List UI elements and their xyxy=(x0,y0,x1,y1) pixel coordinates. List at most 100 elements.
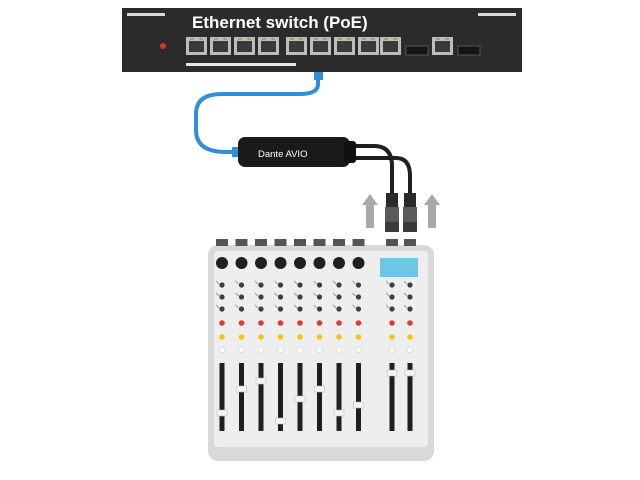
port-led xyxy=(271,38,275,40)
channel-cap xyxy=(313,239,326,246)
port-socket xyxy=(383,41,398,52)
knob-tick xyxy=(235,304,239,309)
eq-knob-icon xyxy=(277,294,284,300)
cables xyxy=(194,72,417,232)
rj45-plug-icon xyxy=(314,72,323,80)
gain-knob-icon xyxy=(235,257,248,269)
knob-tick xyxy=(332,280,337,285)
fader-cap-icon xyxy=(353,401,364,409)
white-led-icon xyxy=(316,346,323,354)
port-led xyxy=(214,38,218,40)
white-led-icon xyxy=(218,346,226,354)
mixer-controls xyxy=(215,239,416,431)
sfp-slot-icon xyxy=(405,45,429,56)
white-led-icon xyxy=(388,346,396,354)
signal-arrow-icon xyxy=(362,194,378,228)
port-led xyxy=(190,38,194,40)
eq-knob-icon xyxy=(336,282,342,288)
red-led-icon xyxy=(219,320,225,326)
fader-cap-icon xyxy=(236,385,247,393)
signal-arrows xyxy=(362,194,440,228)
port-led xyxy=(362,38,366,40)
fader-cap-icon xyxy=(404,369,416,377)
port-socket xyxy=(289,41,304,52)
gain-knob-icon xyxy=(274,257,287,269)
port-led xyxy=(290,38,294,40)
knob-tick xyxy=(403,280,408,285)
yellow-led-icon xyxy=(316,334,323,340)
knob-tick xyxy=(332,304,337,309)
adapter-label: Dante AVIO xyxy=(258,149,307,160)
fader-track xyxy=(278,363,283,431)
knob-tick xyxy=(274,304,278,309)
knob-tick xyxy=(215,292,220,297)
fader-track xyxy=(407,363,413,431)
gain-knob-icon xyxy=(294,257,306,269)
port-led xyxy=(238,38,242,40)
fader-cap-icon xyxy=(216,409,228,417)
signal-arrow-icon xyxy=(424,194,440,228)
red-led-icon xyxy=(355,320,362,326)
fader-cap-icon xyxy=(333,409,345,417)
eq-knob-icon xyxy=(238,306,245,312)
eq-knob-icon xyxy=(219,306,225,312)
knob-tick xyxy=(274,280,278,285)
yellow-led-icon xyxy=(297,334,303,340)
gain-knob-icon xyxy=(333,257,345,269)
channel-cap xyxy=(294,239,306,246)
eq-knob-icon xyxy=(297,282,303,288)
gain-knob-icon xyxy=(313,257,326,269)
port-socket xyxy=(213,41,228,52)
eq-knob-icon xyxy=(355,294,362,300)
knob-tick xyxy=(293,292,298,297)
knob-tick xyxy=(293,280,298,285)
eq-knob-icon xyxy=(297,294,303,300)
eq-knob-icon xyxy=(407,294,413,300)
port-led xyxy=(347,38,351,40)
knob-tick xyxy=(215,280,220,285)
knob-tick xyxy=(313,280,317,285)
eq-knob-icon xyxy=(238,294,245,300)
eq-knob-icon xyxy=(258,282,264,288)
knob-tick xyxy=(403,292,408,297)
ethernet-switch: Ethernet switch (PoE) xyxy=(122,8,522,72)
knob-tick xyxy=(403,304,408,309)
ethernet-cable-icon xyxy=(194,72,320,154)
switch-ear-right xyxy=(478,13,516,16)
port-led xyxy=(338,38,342,40)
knob-tick xyxy=(215,304,220,309)
switch-ports xyxy=(186,37,481,56)
channel-cap xyxy=(216,239,228,246)
port-led xyxy=(384,38,388,40)
red-led-icon xyxy=(336,320,342,326)
fader-track xyxy=(317,363,322,431)
eq-knob-icon xyxy=(389,282,395,288)
port-led xyxy=(393,38,397,40)
eq-knob-icon xyxy=(258,306,264,312)
red-led-icon xyxy=(258,320,264,326)
xlr-cable-right xyxy=(350,156,412,196)
eq-knob-icon xyxy=(355,306,362,312)
red-led-icon xyxy=(407,320,413,326)
eq-knob-icon xyxy=(316,306,323,312)
knob-tick xyxy=(235,280,239,285)
adapter-tail xyxy=(344,141,356,163)
fader-track xyxy=(389,363,395,431)
eq-knob-icon xyxy=(336,306,342,312)
eq-knob-icon xyxy=(389,294,395,300)
knob-tick xyxy=(385,304,390,309)
port-socket xyxy=(313,41,328,52)
knob-tick xyxy=(332,292,337,297)
knob-tick xyxy=(235,292,239,297)
knob-tick xyxy=(254,304,259,309)
port-socket xyxy=(237,41,252,52)
xlr-cable-left xyxy=(350,144,394,196)
eq-knob-icon xyxy=(238,282,245,288)
port-led xyxy=(371,38,375,40)
switch-title: Ethernet switch (PoE) xyxy=(192,13,368,32)
eq-knob-icon xyxy=(277,282,284,288)
port-socket xyxy=(435,41,450,52)
fader-track xyxy=(336,363,342,431)
channel-cap xyxy=(255,239,267,246)
